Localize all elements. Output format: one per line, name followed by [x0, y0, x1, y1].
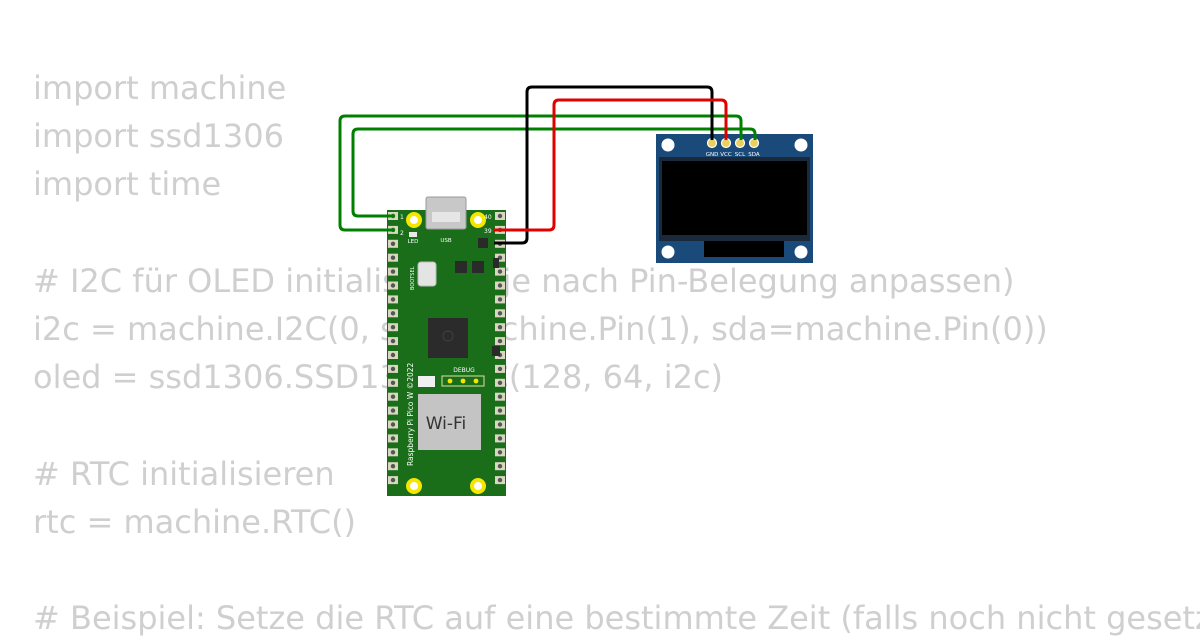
rp2040-chip	[428, 318, 468, 358]
wire-vcc[interactable]	[494, 98, 728, 232]
code-line: import machine	[33, 69, 287, 107]
oled-pin-label: SCL	[735, 152, 746, 158]
raspberry-logo-icon	[442, 330, 454, 342]
oled-pin-label: GND	[706, 152, 719, 158]
code-line: i2c = machine.I2C(0, scl=machine.Pin(1),…	[33, 309, 1048, 348]
debug-label: DEBUG	[453, 367, 475, 374]
wire-gnd[interactable]	[494, 85, 714, 245]
usb-label: USB	[440, 238, 452, 244]
pin-label-40: 40	[484, 214, 492, 221]
mounting-hole	[794, 138, 808, 152]
mounting-hole	[794, 245, 808, 259]
bootsel-button[interactable]	[417, 261, 437, 287]
wire-scl[interactable]	[338, 114, 743, 232]
code-line: oled = ssd1306.SSD1306_I2C(128, 64, i2c)	[33, 358, 724, 397]
pin-label-1: 1	[400, 214, 404, 221]
wires	[338, 85, 757, 245]
mounting-hole	[661, 138, 675, 152]
oled-pin-label: SDA	[748, 152, 760, 158]
chip	[455, 261, 467, 273]
oled-ribbon	[704, 241, 784, 257]
chip	[478, 238, 488, 248]
pin-label-39: 39	[484, 228, 492, 235]
bootsel-label: BOOTSEL	[410, 266, 416, 290]
code-line: # RTC initialisieren	[33, 454, 335, 493]
chip	[472, 261, 484, 273]
code-line: import time	[33, 165, 222, 204]
oled-pin-label: VCC	[720, 152, 732, 158]
code-background: import machine import ssd1306 import time #…	[33, 64, 1200, 642]
oled-screen	[662, 161, 807, 235]
wifi-module	[418, 394, 481, 450]
led	[409, 232, 417, 237]
pin-label-2: 2	[400, 230, 404, 237]
led-label: LED	[408, 239, 419, 245]
wifi-label: Wi-Fi	[426, 414, 467, 434]
pico-board[interactable]: USB 1 2 40 39 LED BOOTSEL DEBUG	[387, 196, 506, 496]
code-line: # I2C für OLED initialisieren (je nach P…	[33, 261, 1015, 300]
smd-component	[418, 376, 435, 387]
code-line: rtc = machine.RTC()	[33, 502, 357, 541]
code-line: import ssd1306	[33, 117, 284, 156]
mounting-hole	[661, 245, 675, 259]
wire-sda[interactable]	[351, 127, 757, 218]
board-name: Raspberry Pi Pico W ©2022	[406, 362, 415, 466]
debug-header	[441, 375, 485, 387]
